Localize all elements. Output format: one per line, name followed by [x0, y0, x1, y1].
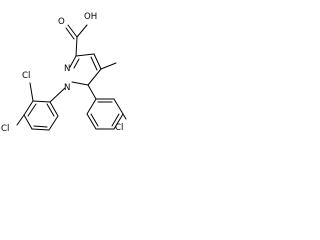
bond-c4-c3	[75, 53, 95, 57]
bond-cl-ortho	[29, 82, 34, 102]
bond-dcp-3	[23, 114, 33, 130]
bond-c3-carboxyl	[75, 36, 78, 57]
bond-dcp-2	[23, 100, 34, 116]
chemical-structure: OH O N N Cl Cl Cl	[1, 12, 127, 134]
bond-c5-c4-ring	[87, 68, 102, 86]
bond-dcp-1	[32, 100, 51, 103]
carboxyl-oh-label: OH	[84, 12, 97, 22]
bond-carbonyl-o-double	[65, 27, 75, 40]
bond-cp-3	[113, 113, 124, 130]
bond-cp-5	[86, 113, 97, 130]
bond-n1-c5	[71, 81, 89, 86]
bond-cp-6	[86, 98, 97, 115]
pyrazole-n1-label: N	[64, 83, 70, 93]
pyrazole-n2-label: N	[64, 64, 70, 74]
bonds	[16, 24, 127, 131]
bond-dcp-4	[31, 128, 50, 131]
bond-dcp-6-inner	[46, 103, 55, 117]
bond-carbonyl-o	[67, 24, 78, 38]
bond-methyl	[100, 62, 117, 70]
bond-c5-c4	[93, 53, 102, 70]
bond-cl-para	[16, 114, 25, 126]
chlorine-ortho-label: Cl	[22, 71, 30, 81]
bond-dcp-5	[48, 115, 59, 131]
bond-cp-5-inner	[90, 113, 99, 127]
chlorine-para-label: Cl	[1, 124, 9, 134]
bond-c5-chlorophenyl	[87, 84, 97, 100]
bond-c3-n2-inner	[73, 58, 80, 69]
bond-c3-n2	[69, 55, 77, 68]
bond-n1-dichlorophenyl	[49, 87, 66, 103]
bond-cp-2	[113, 98, 124, 115]
bond-cp-3-inner	[111, 113, 120, 127]
atom-labels: OH O N N Cl Cl Cl	[1, 12, 123, 134]
bond-dcp-2-inner	[27, 103, 37, 117]
bond-c5-c4-inner	[90, 56, 98, 71]
carbonyl-oxygen-label: O	[58, 17, 65, 27]
chlorine-phenyl-label: Cl	[115, 123, 123, 133]
bond-cl-cp-para	[122, 113, 127, 120]
bond-carboxyl-oh	[76, 24, 88, 38]
bond-dcp-4-inner	[33, 125, 48, 128]
bond-dcp-6	[49, 101, 59, 117]
